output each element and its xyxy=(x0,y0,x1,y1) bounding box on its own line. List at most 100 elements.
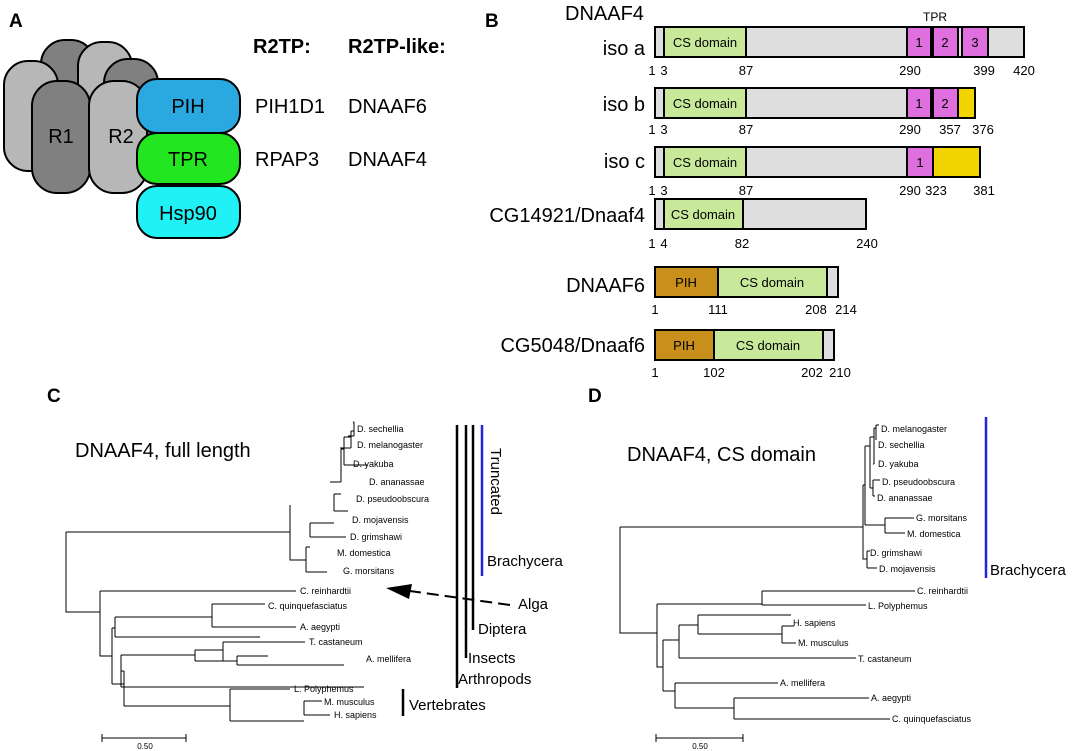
tpr-motif-3 xyxy=(961,26,989,58)
protein-name: iso a xyxy=(603,38,646,60)
residue-tick: 323 xyxy=(925,183,947,198)
residue-tick: 202 xyxy=(801,365,823,380)
hsp90-label: Hsp90 xyxy=(159,203,217,225)
cs-domain-label: CS domain xyxy=(673,35,737,50)
tpr-motif-1 xyxy=(906,26,932,58)
protein-name: iso b xyxy=(603,94,645,116)
protein-dnaaf6: DNAAF6 PIH CS domain 1 111 208 214 xyxy=(566,266,857,317)
c-terminal-tail xyxy=(957,87,976,119)
residue-tick: 82 xyxy=(735,236,749,251)
residue-tick: 381 xyxy=(973,183,995,198)
cs-domain xyxy=(713,329,824,361)
taxon-label: T. castaneum xyxy=(858,654,912,664)
tpr-module xyxy=(136,132,241,185)
taxon-label: D. melanogaster xyxy=(357,440,423,450)
taxon-label: D. melanogaster xyxy=(881,424,947,434)
tpr-motif-2 xyxy=(932,87,959,119)
cs-domain xyxy=(663,87,747,119)
cs-domain-label: CS domain xyxy=(673,96,737,111)
cs-domain xyxy=(663,198,744,230)
taxon-label: C. reinhardtii xyxy=(300,586,351,596)
taxon-label: D. grimshawi xyxy=(350,532,402,542)
tpr-label: TPR xyxy=(168,149,208,171)
vertebrates-label: Vertebrates xyxy=(409,697,486,714)
residue-tick: 240 xyxy=(856,236,878,251)
protein-cg14921: CG14921/Dnaaf4 CS domain 1 4 82 240 xyxy=(489,198,878,251)
panel-c-label: C xyxy=(47,386,61,407)
r1-label: R1 xyxy=(48,126,74,148)
cs-domain-label: CS domain xyxy=(736,338,800,353)
cs-domain-label: CS domain xyxy=(671,207,735,222)
arthropods-label: Arthropods xyxy=(458,671,531,688)
tree-branches xyxy=(619,424,915,720)
protein-iso-b: iso b CS domain 1 2 1 3 87 290 357 376 xyxy=(603,87,994,137)
protein-iso-a: iso a CS domain 1 2 3 1 3 87 290 399 420 xyxy=(603,26,1035,78)
protein-cg5048: CG5048/Dnaaf6 PIH CS domain 1 102 202 21… xyxy=(500,329,851,380)
taxon-label: D. grimshawi xyxy=(870,548,922,558)
taxon-label: D. yakuba xyxy=(353,459,394,469)
protein-iso-c: iso c CS domain 1 1 3 87 290 323 381 xyxy=(604,146,995,198)
residue-tick: 3 xyxy=(660,183,667,198)
taxon-label: A. mellifera xyxy=(366,654,411,664)
tpr-header: TPR xyxy=(923,10,947,24)
protein-name: DNAAF6 xyxy=(566,275,645,297)
taxon-label: D. mojavensis xyxy=(352,515,409,525)
tree-d-title: DNAAF4, CS domain xyxy=(627,444,816,466)
tpr-motif-label: 2 xyxy=(941,96,948,111)
tpr-motif-1 xyxy=(906,87,932,119)
taxon-label: T. castaneum xyxy=(309,637,363,647)
taxon-label: M. domestica xyxy=(337,548,391,558)
taxon-label: C. quinquefasciatus xyxy=(892,714,972,724)
protein-name: CG5048/Dnaaf6 xyxy=(500,335,645,357)
alga-arrow-line xyxy=(409,590,511,606)
taxon-label: H. sapiens xyxy=(793,618,836,628)
panel-b-label: B xyxy=(485,11,499,32)
pih-domain-label: PIH xyxy=(675,275,697,290)
taxon-label: H. sapiens xyxy=(334,710,377,720)
cs-domain xyxy=(717,266,828,298)
tree-d-group-markers: Brachycera xyxy=(984,417,1067,579)
complex-table: R2TP: R2TP-like: PIH1D1 DNAAF6 RPAP3 DNA… xyxy=(253,36,446,171)
residue-tick: 3 xyxy=(660,63,667,78)
alga-label: Alga xyxy=(518,596,549,613)
residue-tick: 290 xyxy=(899,63,921,78)
taxon-label: C. quinquefasciatus xyxy=(268,601,348,611)
taxon-label: D. sechellia xyxy=(878,440,925,450)
brachycera-label: Brachycera xyxy=(990,562,1067,579)
panel-a-label: A xyxy=(9,11,23,32)
residue-tick: 4 xyxy=(660,236,667,251)
pih-domain-label: PIH xyxy=(673,338,695,353)
residue-tick: 87 xyxy=(739,183,753,198)
taxon-label: D. ananassae xyxy=(369,477,425,487)
r2tp-complex-schematic: R1 R2 PIH TPR Hsp90 xyxy=(3,39,241,239)
tree-c-title: DNAAF4, full length xyxy=(75,440,251,462)
scale-label: 0.50 xyxy=(692,742,708,751)
tpr-motif-label: 1 xyxy=(916,155,923,170)
residue-tick: 420 xyxy=(1013,63,1035,78)
residue-tick: 1 xyxy=(651,365,658,380)
taxon-label: C. reinhardtii xyxy=(917,586,968,596)
taxon-label: D. mojavensis xyxy=(879,564,936,574)
scale-line xyxy=(101,734,187,742)
taxon-label: M. musculus xyxy=(324,697,375,707)
residue-tick: 290 xyxy=(899,122,921,137)
tpr-motif-label: 3 xyxy=(971,35,978,50)
residue-tick: 376 xyxy=(972,122,994,137)
tree-d: D. melanogaster D. sechellia D. yakuba D… xyxy=(619,424,972,724)
taxon-label: D. sechellia xyxy=(357,424,404,434)
r2tp-like-header: R2TP-like: xyxy=(348,36,446,58)
tree-c-scale-bar: 0.50 xyxy=(101,734,187,751)
taxon-label: L. Polyphemus xyxy=(294,684,354,694)
cs-domain xyxy=(663,26,747,58)
residue-tick: 399 xyxy=(973,63,995,78)
tree-c: D. sechellia D. melanogaster D. yakuba D… xyxy=(65,421,429,722)
taxon-label: M. domestica xyxy=(907,529,961,539)
tpr-motif-label: 1 xyxy=(915,96,922,111)
alga-arrow-head xyxy=(386,584,412,599)
pih1d1-text: PIH1D1 xyxy=(255,96,325,118)
residue-tick: 1 xyxy=(648,63,655,78)
tree-d-scale-bar: 0.50 xyxy=(655,734,744,751)
tpr-motif-label: 1 xyxy=(915,35,922,50)
residue-tick: 214 xyxy=(835,302,857,317)
